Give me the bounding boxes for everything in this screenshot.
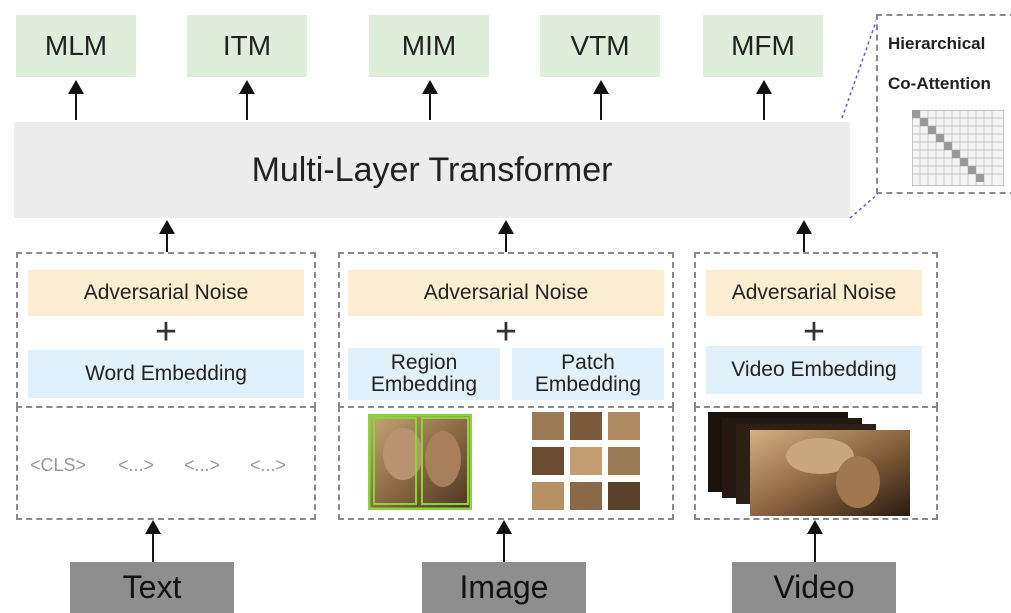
task-mlm: MLM [16,15,136,77]
text-adversarial-noise: Adversarial Noise [28,270,304,316]
text-input: Text [70,562,234,613]
image-plus-icon: + [494,311,518,353]
video-input: Video [732,562,896,613]
patch-image-grid [532,412,640,510]
video-plus-icon: + [802,311,826,353]
task-itm: ITM [187,15,307,77]
arrow-to-mim [422,80,438,120]
arrow-image-input [496,520,512,562]
region-image [368,414,472,510]
text-word-embedding: Word Embedding [28,350,304,398]
text-plus-icon: + [154,311,178,353]
callout-lines [841,15,879,219]
co-attention-title: Co-Attention [888,74,991,93]
cls-token: <CLS> [30,455,87,475]
task-vtm: VTM [540,15,660,77]
arrow-to-mlm [68,80,84,120]
arrow-to-mfm [756,80,772,120]
hierarchical-co-attention-panel: Hierarchical Co-Attention [876,14,1011,194]
multi-layer-transformer: Multi-Layer Transformer [14,122,850,218]
arrow-to-itm [239,80,255,120]
video-adversarial-noise: Adversarial Noise [706,270,922,316]
image-adversarial-noise: Adversarial Noise [348,270,664,316]
arrow-video-input [807,520,823,562]
arrow-video-to-transformer [796,220,812,252]
video-embedding: Video Embedding [706,346,922,394]
region-embedding: Region Embedding [348,348,500,400]
arrow-text-input [145,520,161,562]
patch-embedding: Patch Embedding [512,348,664,400]
video-frames-image [708,412,910,516]
image-content-panel [338,406,674,520]
text-token: <...> [250,455,287,475]
video-content-panel [694,406,938,520]
arrow-image-to-transformer [498,220,514,252]
attention-matrix-icon [912,110,1004,186]
task-mfm: MFM [703,15,823,77]
text-token: <...> [118,455,155,475]
arrow-text-to-transformer [159,220,175,252]
text-token-panel [16,406,316,520]
arrow-to-vtm [593,80,609,120]
image-input: Image [422,562,586,613]
task-mim: MIM [369,15,489,77]
text-token: <...> [184,455,221,475]
hierarchical-title: Hierarchical [888,34,986,53]
